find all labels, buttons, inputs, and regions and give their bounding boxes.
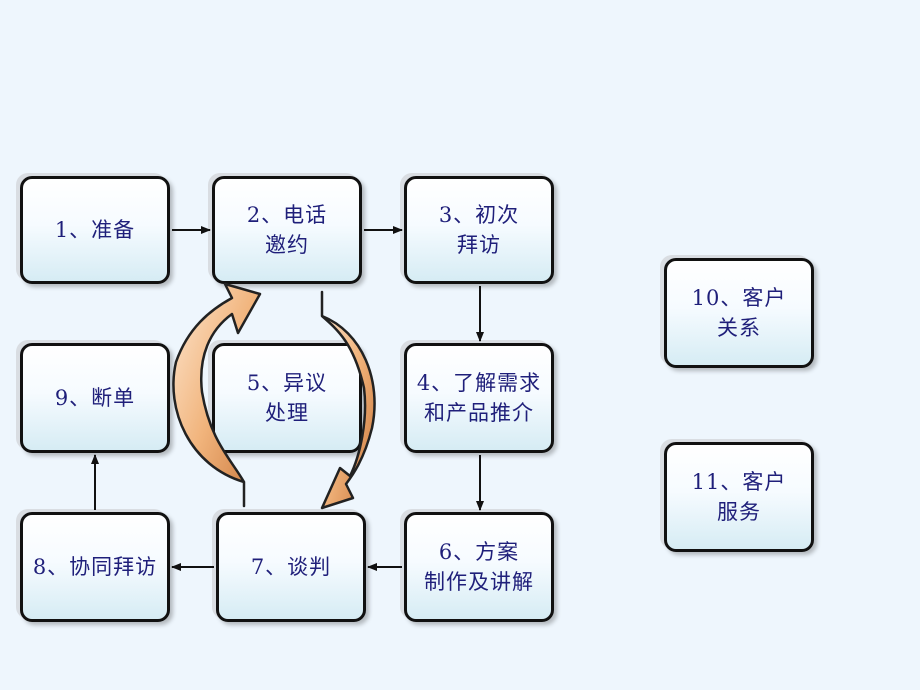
step-8-label: 8、协同拜访 xyxy=(32,555,158,579)
step-5-label: 5、异议 处理 xyxy=(246,371,328,425)
step-7-negotiation: 7、谈判 xyxy=(216,512,366,622)
step-5-objection-handling: 5、异议 处理 xyxy=(212,343,362,453)
step-8-joint-visit: 8、协同拜访 xyxy=(20,512,170,622)
step-1-label: 1、准备 xyxy=(54,218,136,242)
step-4-label: 4、了解需求 和产品推介 xyxy=(416,371,542,425)
step-4-needs-product: 4、了解需求 和产品推介 xyxy=(404,343,554,453)
step-2-label: 2、电话 邀约 xyxy=(246,203,328,257)
step-11-customer-service: 11、客户 服务 xyxy=(664,442,814,552)
step-9-label: 9、断单 xyxy=(54,386,136,410)
step-1-prepare: 1、准备 xyxy=(20,176,170,284)
step-2-phone-invite: 2、电话 邀约 xyxy=(212,176,362,284)
step-10-label: 10、客户 关系 xyxy=(691,286,787,340)
step-9-close-deal: 9、断单 xyxy=(20,343,170,453)
step-3-first-visit: 3、初次 拜访 xyxy=(404,176,554,284)
step-11-label: 11、客户 服务 xyxy=(691,470,787,524)
step-10-customer-relations: 10、客户 关系 xyxy=(664,258,814,368)
step-6-proposal: 6、方案 制作及讲解 xyxy=(404,512,554,622)
step-6-label: 6、方案 制作及讲解 xyxy=(424,540,534,594)
step-3-label: 3、初次 拜访 xyxy=(438,203,520,257)
step-7-label: 7、谈判 xyxy=(250,555,332,579)
